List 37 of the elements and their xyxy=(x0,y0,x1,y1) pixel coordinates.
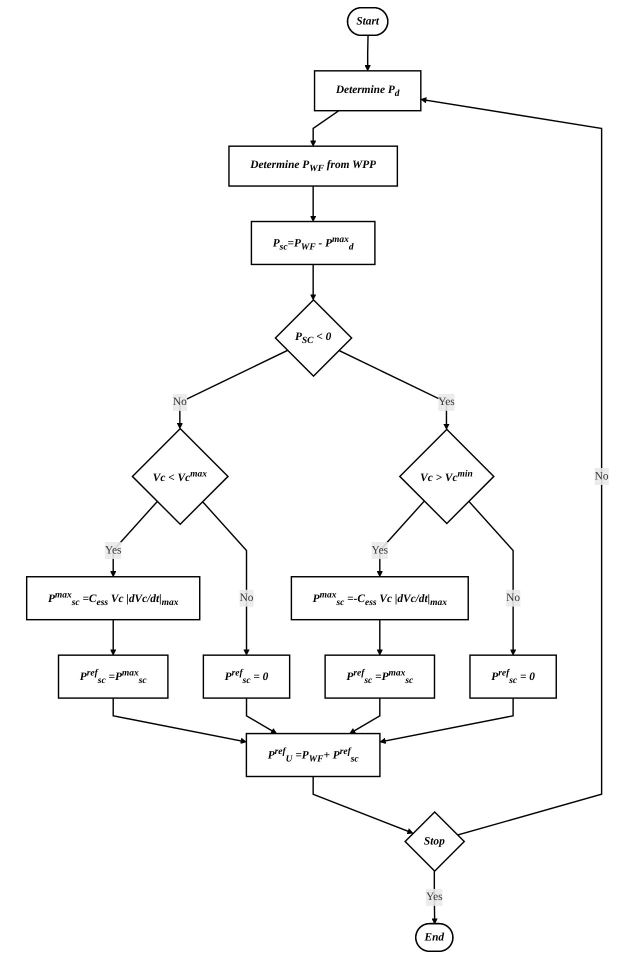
arrow xyxy=(364,36,371,72)
arrow xyxy=(310,264,316,300)
edge-label: No xyxy=(594,470,608,482)
arrow xyxy=(312,776,414,834)
arrow xyxy=(246,698,277,734)
arrow xyxy=(349,698,380,734)
edge-label: Yes xyxy=(438,396,455,408)
arrow xyxy=(176,350,288,429)
arrow xyxy=(376,500,425,578)
edge-label: Yes xyxy=(426,890,442,904)
arrow xyxy=(110,620,116,656)
node-box: P$^{ref}$$_{sc}$ = 0 xyxy=(469,654,557,699)
arrow xyxy=(380,698,514,744)
node-diamond: Vc > Vc$^{min}$ xyxy=(398,428,495,524)
node-box: P$^{max}$$_{sc}$ =-C$_{ess}$ Vc |dVc/dt|$_{max}$ xyxy=(290,576,469,620)
arrow xyxy=(202,501,250,656)
arrow xyxy=(310,110,340,146)
node-box: Determine P$_{d}$ xyxy=(314,70,422,112)
arrow xyxy=(431,871,438,924)
node-box: Determine P$_{WF}$ from WPP xyxy=(228,145,398,187)
edge-label: Yes xyxy=(371,544,388,556)
node-diamond: Stop xyxy=(404,810,466,872)
arrow xyxy=(468,500,516,656)
edge-label: No xyxy=(506,592,520,604)
node-box: P$^{max}$$_{sc}$ =C$_{ess}$ Vc |dVc/dt|$_{max}$ xyxy=(26,576,200,620)
edge-label: Yes xyxy=(104,544,122,556)
edge-label: No xyxy=(239,592,254,604)
node-diamond: P$_{SC}$ < 0 xyxy=(274,298,352,378)
arrow xyxy=(310,186,316,222)
edge-label: No xyxy=(172,396,187,408)
arrow xyxy=(420,97,602,836)
arrow xyxy=(112,698,247,744)
node-box: P$^{ref}$$_{sc}$ = 0 xyxy=(202,654,290,699)
arrow xyxy=(376,620,383,656)
arrow xyxy=(110,501,158,578)
arrow xyxy=(338,350,450,430)
node-diamond: Vc < Vc$^{max}$ xyxy=(131,428,229,526)
